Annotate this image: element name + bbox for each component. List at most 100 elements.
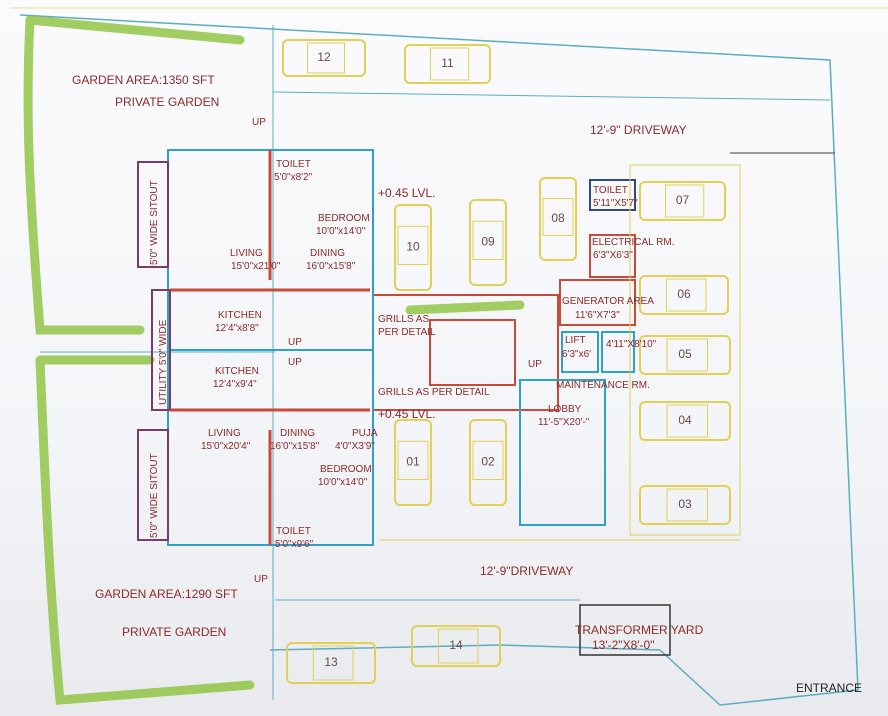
car-roof-icon — [312, 645, 354, 681]
label-generator-dim: 11'6"X7'3" — [575, 310, 620, 321]
car-icon — [404, 44, 491, 84]
car-roof-icon — [666, 488, 708, 522]
label-garden-bottom-private: PRIVATE GARDEN — [122, 625, 226, 639]
car-icon — [639, 181, 726, 221]
label-driveway-bottom: 12'-9"DRIVEWAY — [480, 564, 573, 578]
label-electrical: ELECTRICAL RM. — [592, 237, 674, 248]
parking-slots: 12 11 10 09 08 07 06 05 04 03 01 02 13 14 — [282, 39, 731, 684]
car-icon — [639, 485, 731, 525]
parking-number: 09 — [481, 235, 495, 249]
label-transformer: TRANSFORMER YARD — [575, 623, 704, 637]
label-lift-dim: 6'3"x6' — [562, 349, 591, 360]
label-up-stair3: UP — [528, 359, 542, 370]
car-roof-icon — [397, 440, 429, 480]
label-generator: GENERATOR AREA — [562, 296, 654, 307]
label-kitchen-bottom: KITCHEN — [215, 366, 259, 377]
parking-number: 03 — [678, 497, 692, 511]
parking-number: 04 — [678, 413, 692, 427]
parking-slot-09: 09 — [469, 199, 507, 286]
car-icon — [282, 39, 366, 77]
parking-slot-10: 10 — [394, 204, 432, 291]
parking-slot-14: 14 — [411, 625, 501, 667]
parking-slot-01: 01 — [394, 419, 432, 506]
label-kitchen-top-dim: 12'4"x8'8" — [215, 323, 259, 334]
parking-slot-06: 06 — [639, 275, 729, 315]
label-maintenance-dim: 4'11"X8'10" — [606, 339, 657, 350]
label-up-stair1: UP — [288, 337, 302, 348]
car-roof-icon — [437, 628, 479, 664]
parking-number: 07 — [676, 193, 690, 207]
label-maintenance: MAINTENANCE RM. — [556, 380, 650, 391]
parking-slot-08: 08 — [539, 177, 577, 261]
label-sitout-top: 5'0" WIDE SITOUT — [149, 180, 160, 265]
label-living-top-dim: 15'0"x21'0" — [231, 261, 281, 272]
room-labels: GARDEN AREA:1350 SFT PRIVATE GARDEN GARDEN… — [72, 73, 862, 695]
car-roof-icon — [472, 220, 504, 260]
parking-number: 14 — [449, 638, 463, 652]
label-kitchen-top: KITCHEN — [218, 310, 262, 321]
label-grills-bottom: GRILLS AS PER DETAIL — [378, 387, 490, 398]
label-bedroom-top: BEDROOM — [318, 213, 370, 224]
car-icon — [469, 419, 507, 506]
label-garden-bottom-area: GARDEN AREA:1290 SFT — [95, 587, 238, 601]
car-icon — [539, 177, 577, 261]
label-lobby: LOBBY — [548, 404, 582, 415]
parking-number: 11 — [441, 56, 454, 70]
parking-number: 02 — [481, 455, 495, 469]
car-icon — [286, 642, 376, 684]
label-sitout-bottom: 5'0" WIDE SITOUT — [149, 453, 160, 538]
label-toilet-small-dim: 5'11"X5'7" — [593, 198, 638, 209]
car-roof-icon — [665, 184, 705, 218]
garden-hedges — [23, 15, 525, 705]
car-icon — [639, 275, 729, 315]
parking-number: 06 — [677, 287, 691, 301]
label-puja-dim: 4'0"X3'9" — [335, 441, 375, 452]
car-roof-icon — [430, 47, 470, 81]
label-up-stair2: UP — [288, 357, 302, 368]
parking-slot-03: 03 — [639, 485, 731, 525]
car-roof-icon — [542, 198, 574, 236]
label-toilet-bottom-dim: 5'0"x9'6" — [275, 539, 314, 550]
car-roof-icon — [397, 225, 429, 265]
parking-slot-11: 11 — [404, 44, 491, 84]
label-garden-top-area: GARDEN AREA:1350 SFT — [72, 73, 215, 87]
car-roof-icon — [666, 338, 708, 372]
parking-slot-05: 05 — [639, 335, 731, 375]
label-toilet-bottom: TOILET — [276, 526, 311, 537]
building-walls — [137, 149, 741, 656]
label-lobby-dim: 11'-5"X20'-" — [538, 417, 590, 428]
parking-number: 13 — [324, 655, 338, 669]
label-bedroom-bottom: BEDROOM — [320, 464, 372, 475]
car-roof-icon — [472, 440, 504, 480]
parking-slot-12: 12 — [282, 39, 366, 77]
label-dining-bottom: DINING — [280, 428, 315, 439]
label-lvl-top: +0.45 LVL. — [378, 186, 436, 200]
label-grills-top2: PER DETAIL — [378, 327, 436, 338]
car-icon — [394, 204, 432, 291]
parking-number: 10 — [406, 240, 420, 254]
parking-slot-02: 02 — [469, 419, 507, 506]
car-icon — [411, 625, 501, 667]
label-electrical-dim: 6'3"X6'3" — [593, 250, 633, 261]
parking-slot-13: 13 — [286, 642, 376, 684]
label-lvl-bottom: +0.45 LVL. — [378, 407, 436, 421]
parking-slot-04: 04 — [639, 401, 731, 441]
label-up-bottom: UP — [254, 574, 268, 585]
label-toilet-top-dim: 5'0"x8'2" — [274, 172, 313, 183]
car-roof-icon — [666, 404, 708, 438]
label-puja: PUJA — [352, 428, 378, 439]
label-garden-top-private: PRIVATE GARDEN — [115, 95, 219, 109]
label-dining-bottom-dim: 16'0"x15'8" — [270, 441, 320, 452]
parking-number: 12 — [317, 50, 331, 64]
label-lift: LIFT — [565, 335, 586, 346]
label-utility: UTILITY 5'0" WIDE — [158, 319, 169, 405]
parking-slot-07: 07 — [639, 181, 726, 221]
car-roof-icon — [665, 278, 707, 312]
label-living-bottom-dim: 15'0"x20'4" — [201, 441, 251, 452]
label-kitchen-bottom-dim: 12'4"x9'4" — [213, 379, 257, 390]
label-driveway-top: 12'-9" DRIVEWAY — [590, 123, 687, 137]
car-roof-icon — [307, 42, 346, 74]
label-bedroom-bottom-dim: 10'0"x14'0" — [318, 477, 368, 488]
car-icon — [639, 335, 731, 375]
